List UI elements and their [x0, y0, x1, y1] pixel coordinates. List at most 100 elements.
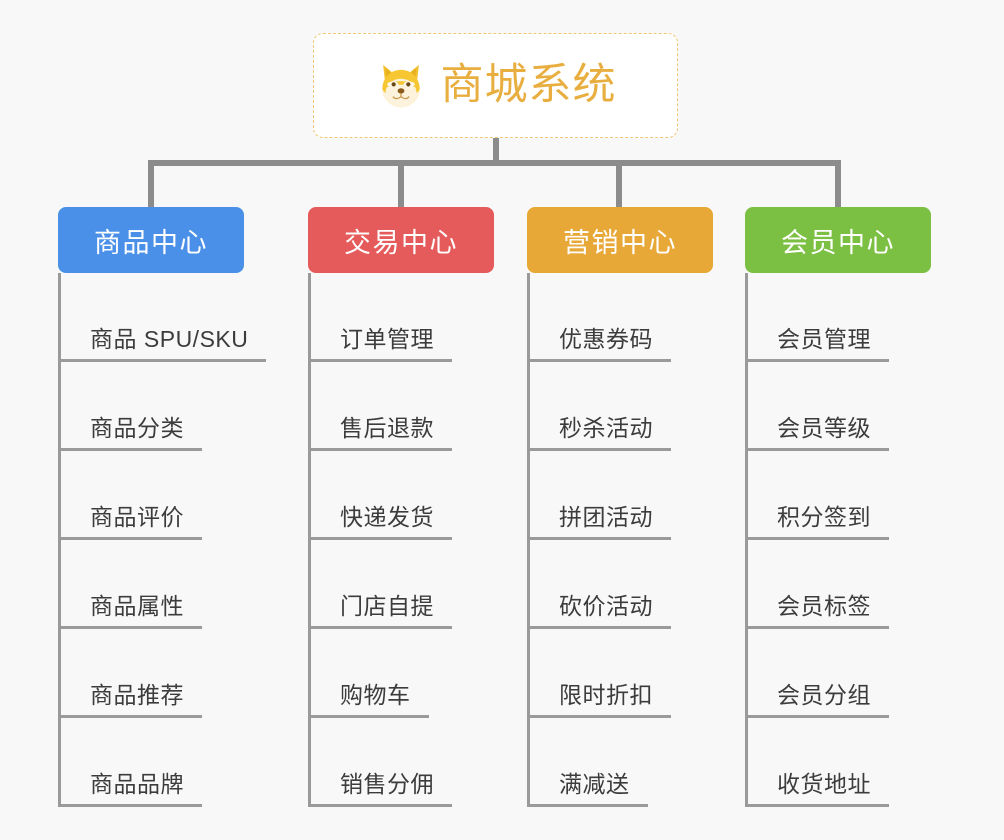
- leaf-item-underline: 会员管理: [745, 325, 889, 362]
- category-header-label: 商品中心: [94, 227, 208, 258]
- leaf-item[interactable]: 收货地址: [745, 718, 931, 807]
- leaf-item-label: 限时折扣: [559, 681, 653, 708]
- leaf-item-underline: 会员等级: [745, 414, 889, 451]
- leaf-item-underline: 商品推荐: [58, 681, 202, 718]
- leaf-item[interactable]: 快递发货: [308, 451, 494, 540]
- leaf-item[interactable]: 会员等级: [745, 362, 931, 451]
- leaf-item[interactable]: 砍价活动: [527, 540, 713, 629]
- leaf-item[interactable]: 销售分佣: [308, 718, 494, 807]
- connector-drop-marketing-center: [616, 160, 622, 208]
- leaf-item-underline: 商品品牌: [58, 770, 202, 807]
- leaf-item-label: 商品 SPU/SKU: [90, 325, 249, 352]
- leaf-item-label: 商品推荐: [90, 681, 184, 708]
- leaf-item[interactable]: 商品 SPU/SKU: [58, 273, 267, 362]
- connector-trunk: [493, 138, 499, 166]
- leaf-item[interactable]: 售后退款: [308, 362, 494, 451]
- leaf-item[interactable]: 拼团活动: [527, 451, 713, 540]
- leaf-item-label: 积分签到: [777, 503, 871, 530]
- category-header-marketing-center[interactable]: 营销中心: [527, 207, 713, 273]
- leaf-item[interactable]: 积分签到: [745, 451, 931, 540]
- leaf-item-underline: 商品 SPU/SKU: [58, 325, 267, 362]
- leaf-item-label: 商品品牌: [90, 770, 184, 797]
- leaf-item-label: 砍价活动: [559, 592, 653, 619]
- category-header-label: 会员中心: [781, 227, 895, 258]
- leaf-item-underline: 会员标签: [745, 592, 889, 629]
- leaf-item-label: 订单管理: [340, 325, 434, 352]
- leaf-list-marketing-center: 优惠券码秒杀活动拼团活动砍价活动限时折扣满减送: [527, 273, 713, 807]
- leaf-item-underline: 秒杀活动: [527, 414, 671, 451]
- category-column-product-center: 商品中心商品 SPU/SKU 商品分类商品评价商品属性商品推荐商品品牌: [58, 207, 267, 807]
- leaf-item-label: 会员分组: [777, 681, 871, 708]
- leaf-item-label: 秒杀活动: [559, 414, 653, 441]
- category-column-member-center: 会员中心会员管理会员等级积分签到会员标签会员分组收货地址: [745, 207, 931, 807]
- column-spine: [527, 273, 530, 807]
- leaf-item[interactable]: 商品推荐: [58, 629, 244, 718]
- leaf-item[interactable]: 限时折扣: [527, 629, 713, 718]
- category-column-marketing-center: 营销中心优惠券码秒杀活动拼团活动砍价活动限时折扣满减送: [527, 207, 713, 807]
- column-spine: [745, 273, 748, 807]
- category-header-label: 营销中心: [563, 227, 677, 258]
- leaf-item-underline: 拼团活动: [527, 503, 671, 540]
- category-header-member-center[interactable]: 会员中心: [745, 207, 931, 273]
- leaf-item-label: 商品分类: [90, 414, 184, 441]
- connector-drop-trade-center: [398, 160, 404, 208]
- leaf-item[interactable]: 会员分组: [745, 629, 931, 718]
- leaf-item[interactable]: 购物车: [308, 629, 494, 718]
- leaf-item-label: 售后退款: [340, 414, 434, 441]
- leaf-list-member-center: 会员管理会员等级积分签到会员标签会员分组收货地址: [745, 273, 931, 807]
- leaf-item-underline: 满减送: [527, 770, 648, 807]
- leaf-item[interactable]: 商品评价: [58, 451, 244, 540]
- leaf-item-label: 会员标签: [777, 592, 871, 619]
- leaf-item[interactable]: 订单管理: [308, 273, 494, 362]
- shiba-dog-icon: [381, 64, 420, 107]
- leaf-item[interactable]: 商品品牌: [58, 718, 244, 807]
- leaf-item-label: 会员等级: [777, 414, 871, 441]
- leaf-item-label: 拼团活动: [559, 503, 653, 530]
- leaf-item-underline: 优惠券码: [527, 325, 671, 362]
- leaf-item[interactable]: 会员标签: [745, 540, 931, 629]
- leaf-item-underline: 商品属性: [58, 592, 202, 629]
- leaf-list-product-center: 商品 SPU/SKU 商品分类商品评价商品属性商品推荐商品品牌: [58, 273, 267, 807]
- column-spine: [308, 273, 311, 807]
- leaf-item-underline: 订单管理: [308, 325, 452, 362]
- leaf-item[interactable]: 满减送: [527, 718, 713, 807]
- leaf-item-underline: 购物车: [308, 681, 429, 718]
- page-title: 商城系统: [440, 61, 617, 109]
- leaf-item[interactable]: 秒杀活动: [527, 362, 713, 451]
- category-column-trade-center: 交易中心订单管理售后退款快递发货门店自提购物车销售分佣: [308, 207, 494, 807]
- leaf-item-underline: 快递发货: [308, 503, 452, 540]
- leaf-item-label: 门店自提: [340, 592, 434, 619]
- leaf-item-label: 商品评价: [90, 503, 184, 530]
- category-header-product-center[interactable]: 商品中心: [58, 207, 244, 273]
- leaf-item-label: 商品属性: [90, 592, 184, 619]
- column-spine: [58, 273, 61, 807]
- leaf-item-underline: 限时折扣: [527, 681, 671, 718]
- leaf-item[interactable]: 会员管理: [745, 273, 931, 362]
- leaf-item-underline: 砍价活动: [527, 592, 671, 629]
- leaf-item-label: 购物车: [340, 681, 411, 708]
- category-header-label: 交易中心: [344, 227, 458, 258]
- leaf-item-underline: 收货地址: [745, 770, 889, 807]
- connector-drop-member-center: [835, 160, 841, 208]
- leaf-item-label: 满减送: [559, 770, 630, 797]
- leaf-list-trade-center: 订单管理售后退款快递发货门店自提购物车销售分佣: [308, 273, 494, 807]
- leaf-item-label: 会员管理: [777, 325, 871, 352]
- category-header-trade-center[interactable]: 交易中心: [308, 207, 494, 273]
- leaf-item[interactable]: 商品属性: [58, 540, 244, 629]
- leaf-item-label: 销售分佣: [340, 770, 434, 797]
- root-node: 商城系统: [313, 33, 678, 138]
- connector-drop-product-center: [148, 160, 154, 208]
- leaf-item-underline: 积分签到: [745, 503, 889, 540]
- leaf-item[interactable]: 优惠券码: [527, 273, 713, 362]
- leaf-item-underline: 商品评价: [58, 503, 202, 540]
- leaf-item-label: 快递发货: [340, 503, 434, 530]
- leaf-item-label: 优惠券码: [559, 325, 653, 352]
- leaf-item-underline: 售后退款: [308, 414, 452, 451]
- connector-horizontal-bus: [150, 160, 841, 166]
- leaf-item-label: 收货地址: [777, 770, 871, 797]
- leaf-item-underline: 销售分佣: [308, 770, 452, 807]
- leaf-item[interactable]: 商品分类: [58, 362, 244, 451]
- leaf-item-underline: 会员分组: [745, 681, 889, 718]
- leaf-item-underline: 商品分类: [58, 414, 202, 451]
- leaf-item[interactable]: 门店自提: [308, 540, 494, 629]
